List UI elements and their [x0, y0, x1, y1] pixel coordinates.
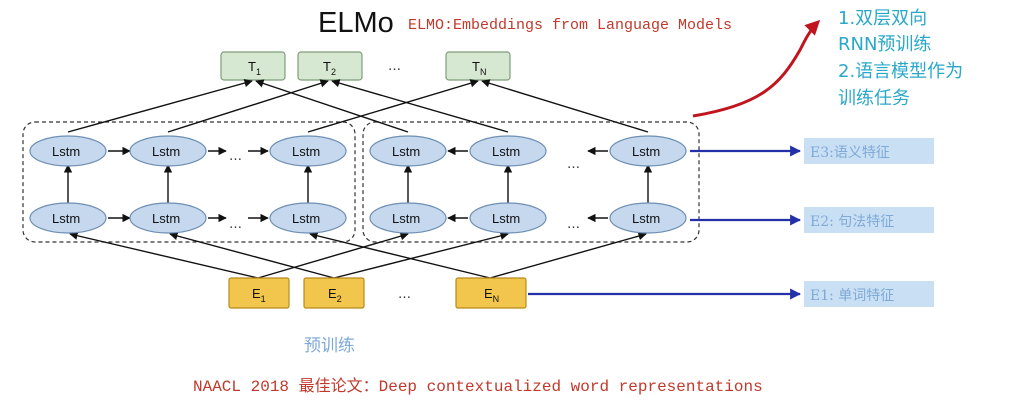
top-row-ellipsis-left: … [229, 149, 242, 164]
lstm-top-6: Lstm [609, 135, 687, 167]
forward-lstm-group [22, 121, 356, 243]
input-arrows [69, 231, 647, 279]
lstm-top-3: Lstm [269, 135, 347, 167]
output-tn: TN [445, 51, 511, 81]
svg-text:Lstm: Lstm [492, 211, 520, 226]
output-t2: T2 [297, 51, 363, 81]
output-ellipsis: … [388, 59, 401, 74]
output-t1: T1 [220, 51, 286, 81]
lstm-top-4: Lstm [369, 135, 447, 167]
bottom-row-ellipsis-right: … [567, 217, 580, 232]
footer-caption: NAACL 2018 最佳论文：Deep contextualized word… [193, 377, 763, 396]
svg-text:Lstm: Lstm [52, 144, 80, 159]
svg-text:E1: E1 [252, 286, 266, 304]
input-ellipsis: … [398, 287, 411, 302]
svg-text:Lstm: Lstm [492, 144, 520, 159]
feature-e1: E1: 单词特征 [804, 281, 934, 307]
svg-text:Lstm: Lstm [292, 211, 320, 226]
svg-text:Lstm: Lstm [632, 211, 660, 226]
lstm-top-2: Lstm [129, 135, 207, 167]
svg-text:E1: 单词特征: E1: 单词特征 [810, 288, 894, 304]
svg-text:Lstm: Lstm [152, 144, 180, 159]
output-arrows [67, 78, 649, 133]
backward-lstm-group [362, 121, 700, 243]
feature-e3: E3:语义特征 [804, 138, 934, 164]
top-row-ellipsis-right: … [567, 157, 580, 172]
input-en: EN [455, 277, 527, 309]
bottom-row-ellipsis-left: … [229, 217, 242, 232]
svg-text:E3:语义特征: E3:语义特征 [810, 145, 890, 161]
svg-text:Lstm: Lstm [392, 211, 420, 226]
svg-text:Lstm: Lstm [632, 144, 660, 159]
svg-text:T2: T2 [323, 59, 336, 77]
lstm-top-1: Lstm [29, 135, 107, 167]
input-e2: E2 [303, 277, 365, 309]
note-line-3: 2.语言模型作为 [838, 61, 963, 82]
lstm-bottom-6: Lstm [609, 202, 687, 234]
svg-text:TN: TN [472, 59, 486, 77]
svg-text:E2: 句法特征: E2: 句法特征 [810, 214, 894, 230]
svg-text:Lstm: Lstm [152, 211, 180, 226]
svg-text:Lstm: Lstm [52, 211, 80, 226]
annotation-arrow [692, 19, 821, 118]
svg-text:Lstm: Lstm [292, 144, 320, 159]
feature-e2: E2: 句法特征 [804, 207, 934, 233]
diagram-subtitle: ELMO:Embeddings from Language Models [408, 17, 732, 34]
svg-text:Lstm: Lstm [392, 144, 420, 159]
lstm-bottom-2: Lstm [129, 202, 207, 234]
lstm-bottom-5: Lstm [469, 202, 547, 234]
note-line-2: RNN预训练 [838, 34, 931, 55]
layer-arrows [63, 164, 653, 204]
diagram-title: ELMo [318, 7, 394, 39]
lstm-bottom-3: Lstm [269, 202, 347, 234]
svg-text:EN: EN [484, 286, 499, 304]
input-e1: E1 [228, 277, 290, 309]
svg-text:E2: E2 [328, 286, 342, 304]
note-line-4: 训练任务 [838, 88, 910, 109]
svg-text:T1: T1 [248, 59, 261, 77]
lstm-bottom-1: Lstm [29, 202, 107, 234]
note-line-1: 1.双层双向 [838, 8, 927, 29]
lstm-bottom-4: Lstm [369, 202, 447, 234]
lstm-top-5: Lstm [469, 135, 547, 167]
pretrain-label: 预训练 [304, 336, 355, 356]
